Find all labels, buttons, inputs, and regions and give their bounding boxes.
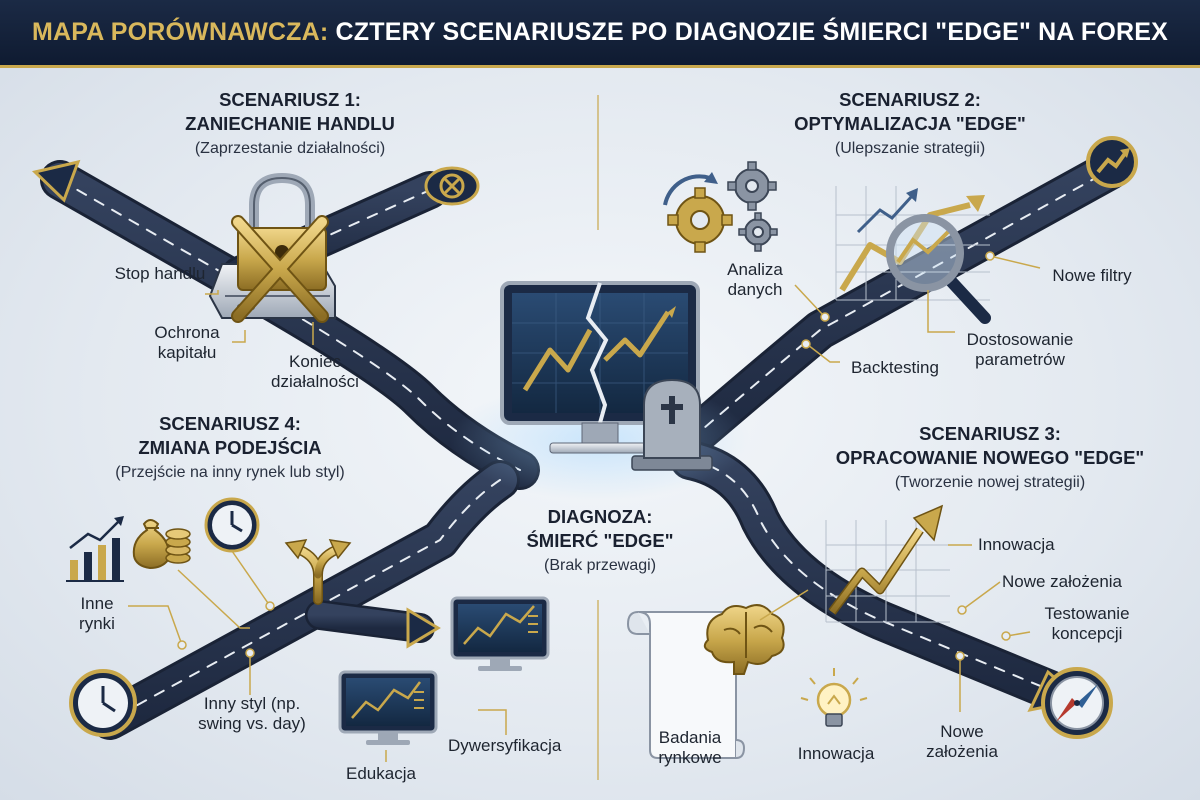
no-entry-sign-icon (424, 166, 480, 206)
leader-ochrona (232, 330, 246, 343)
scenario4-title: ZMIANA PODEJŚCIA (138, 437, 322, 458)
leader-parametry (927, 290, 955, 333)
label-analiza-danych: Analiza danych (727, 260, 783, 299)
scenario3-subtitle: (Tworzenie nowej strategii) (894, 474, 1086, 491)
scenario2-heading: SCENARIUSZ 2: OPTYMALIZACJA "EDGE" (Ulep… (765, 88, 1055, 160)
label-koniec-dzialalnosci: Koniec działalności (271, 352, 359, 391)
label-nowe-filtry: Nowe filtry (1052, 266, 1132, 285)
scenario2-number: SCENARIUSZ 2: (839, 89, 981, 110)
scenario2-leaders (794, 251, 1041, 363)
clock-icon (204, 497, 260, 553)
leader-testowanie (1006, 631, 1031, 637)
scenario4-subtitle: (Przejście na inny rynek lub styl) (115, 464, 345, 481)
label-dostosowanie-parametrow: Dostosowanie parametrów (966, 330, 1074, 369)
scenario3-heading: SCENARIUSZ 3: OPRACOWANIE NOWEGO "EDGE" … (825, 422, 1155, 494)
growth-badge-icon (1086, 136, 1138, 188)
leader-clock (231, 550, 271, 607)
leader-waluty (177, 569, 250, 629)
leader-stop (205, 290, 219, 295)
scenario2-subtitle: (Ulepszanie strategii) (834, 140, 986, 157)
page-title: MAPA PORÓWNAWCZA: CZTERY SCENARIUSZE PO … (32, 18, 1168, 47)
bar-chart-icon (66, 516, 124, 582)
label-ochrona-kapitalu: Ochrona kapitału (154, 323, 220, 362)
leader-filtry (989, 255, 1041, 269)
label-nowe-zalozenia-2: Nowe założenia (926, 722, 998, 761)
leader-backtesting (807, 344, 840, 363)
scenario3-leaders (759, 544, 1031, 712)
mini-monitor-icon (450, 596, 550, 671)
label-backtesting: Backtesting (851, 358, 939, 377)
diagnosis-line2: ŚMIERĆ "EDGE" (526, 530, 674, 551)
label-nowe-zalozenia-1: Nowe założenia (1002, 572, 1123, 591)
scenario1-heading: SCENARIUSZ 1: ZANIECHANIE HANDLU (Zaprze… (145, 88, 435, 160)
rising-chart-icon (825, 504, 950, 623)
label-inny-styl: Inny styl (np. swing vs. day) (198, 694, 306, 733)
leader-zalozenia-1 (961, 581, 1001, 611)
scenario1-number: SCENARIUSZ 1: (219, 89, 361, 110)
coins-icon (165, 528, 191, 564)
label-stop-handlu: Stop handlu (114, 264, 206, 283)
diagnosis-subtitle: (Brak przewagi) (543, 557, 657, 574)
split-arrow-icon (284, 539, 352, 605)
magnifier-chart-icon (835, 186, 991, 324)
scenario2-title: OPTYMALIZACJA "EDGE" (794, 113, 1026, 134)
money-bag-icon (132, 519, 170, 570)
mini-monitor-icon (338, 670, 438, 745)
lightbulb-icon (800, 668, 868, 727)
diagnosis-line1: DIAGNOZA: (547, 506, 653, 527)
leader-badania (759, 589, 809, 621)
leader-analiza (794, 284, 824, 316)
gears-icon (663, 161, 778, 253)
center-diagnosis: DIAGNOZA: ŚMIERĆ "EDGE" (Brak przewagi) (480, 505, 720, 577)
label-badania-rynkowe: Badania rynkowe (658, 728, 722, 767)
diagram-scene (31, 95, 1138, 780)
scenario3-title: OPRACOWANIE NOWEGO "EDGE" (835, 447, 1145, 468)
title-main: CZTERY SCENARIUSZE PO DIAGNOZIE ŚMIERCI … (335, 18, 1169, 46)
label-edukacja: Edukacja (346, 764, 416, 783)
scenario3-number: SCENARIUSZ 3: (919, 423, 1061, 444)
clock-icon (69, 669, 137, 737)
title-accent: MAPA PORÓWNAWCZA: (31, 18, 329, 46)
scenario1-title: ZANIECHANIE HANDLU (185, 113, 395, 134)
x-mark-icon (231, 215, 329, 323)
scenario1-leaders (205, 290, 314, 345)
label-innowacja-1: Innowacja (978, 535, 1055, 554)
scenario4-number: SCENARIUSZ 4: (159, 413, 301, 434)
label-innowacja-2: Innowacja (797, 744, 875, 763)
label-testowanie-koncepcji: Testowanie koncepcji (1044, 604, 1130, 643)
scenario4-leaders (128, 550, 507, 762)
compass-icon (1041, 667, 1113, 739)
scenario1-subtitle: (Zaprzestanie działalności) (194, 140, 386, 157)
label-inne-rynki: Inne rynki (79, 594, 115, 633)
label-dywersyfikacja: Dywersyfikacja (448, 736, 562, 755)
tombstone-icon (631, 378, 713, 471)
leader-inne-rynki (128, 605, 183, 646)
arrow-top-left (31, 159, 81, 203)
leader-dywersyfikacja (478, 709, 507, 735)
header-bar: MAPA PORÓWNAWCZA: CZTERY SCENARIUSZE PO … (0, 0, 1200, 68)
scenario4-heading: SCENARIUSZ 4: ZMIANA PODEJŚCIA (Przejści… (60, 412, 400, 484)
arrow-branch-right (406, 607, 441, 649)
brain-icon (703, 604, 785, 675)
